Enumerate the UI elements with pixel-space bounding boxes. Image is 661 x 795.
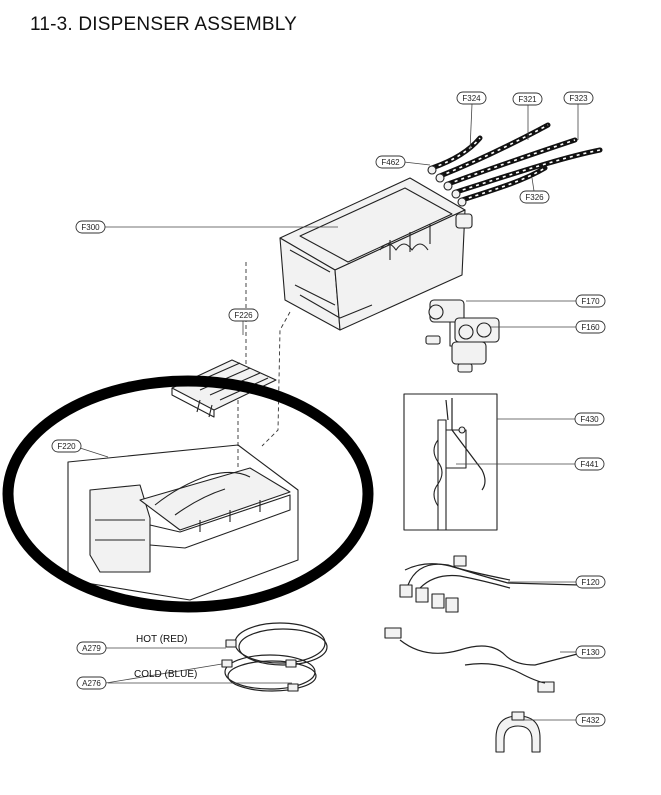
callout-F441: F441 xyxy=(574,457,605,471)
svg-text:F323: F323 xyxy=(569,94,588,103)
hot-hose-caption: HOT (RED) xyxy=(136,634,187,645)
page-title: 11-3. DISPENSER ASSEMBLY xyxy=(30,14,298,35)
callout-F160: F160 xyxy=(575,320,606,334)
callout-F130: F130 xyxy=(575,645,606,659)
svg-text:F326: F326 xyxy=(525,193,544,202)
callout-F323: F323 xyxy=(563,91,594,105)
wiring-harness xyxy=(399,555,581,613)
svg-text:A279: A279 xyxy=(82,644,101,653)
callout-A279: A279 xyxy=(76,641,107,655)
svg-text:F226: F226 xyxy=(234,311,253,320)
svg-text:F220: F220 xyxy=(57,442,76,451)
svg-text:F441: F441 xyxy=(580,460,599,469)
svg-text:F430: F430 xyxy=(580,415,599,424)
dispenser-housing xyxy=(279,177,473,331)
svg-text:F432: F432 xyxy=(581,716,600,725)
svg-text:F300: F300 xyxy=(81,223,100,232)
fill-hoses xyxy=(221,622,328,692)
svg-text:F160: F160 xyxy=(581,323,600,332)
callout-F300: F300 xyxy=(75,220,106,234)
callout-F324: F324 xyxy=(456,91,487,105)
callout-F226: F226 xyxy=(228,308,259,322)
callout-F321: F321 xyxy=(512,92,543,106)
callout-F462: F462 xyxy=(375,155,406,169)
svg-text:F120: F120 xyxy=(581,578,600,587)
callout-F432: F432 xyxy=(575,713,606,727)
cold-hose-caption: COLD (BLUE) xyxy=(134,669,197,680)
water-valves xyxy=(425,299,500,373)
connector-harness xyxy=(384,627,586,693)
callout-F326: F326 xyxy=(519,190,550,204)
callout-F430: F430 xyxy=(574,412,605,426)
svg-text:F321: F321 xyxy=(518,95,537,104)
svg-text:A276: A276 xyxy=(82,679,101,688)
callout-F220: F220 xyxy=(51,439,82,453)
callout-F120: F120 xyxy=(575,575,606,589)
inlet-hoses xyxy=(427,122,603,207)
svg-text:F170: F170 xyxy=(581,297,600,306)
svg-text:F324: F324 xyxy=(462,94,481,103)
sensor-bracket xyxy=(403,393,498,531)
svg-text:F462: F462 xyxy=(381,158,400,167)
highlight-ellipse xyxy=(2,375,374,613)
leader-lines xyxy=(79,103,579,721)
detergent-drawer-assembly xyxy=(67,444,299,601)
callout-A276: A276 xyxy=(76,676,107,690)
svg-text:F130: F130 xyxy=(581,648,600,657)
callout-F170: F170 xyxy=(575,294,606,308)
hose-clip xyxy=(495,711,541,753)
